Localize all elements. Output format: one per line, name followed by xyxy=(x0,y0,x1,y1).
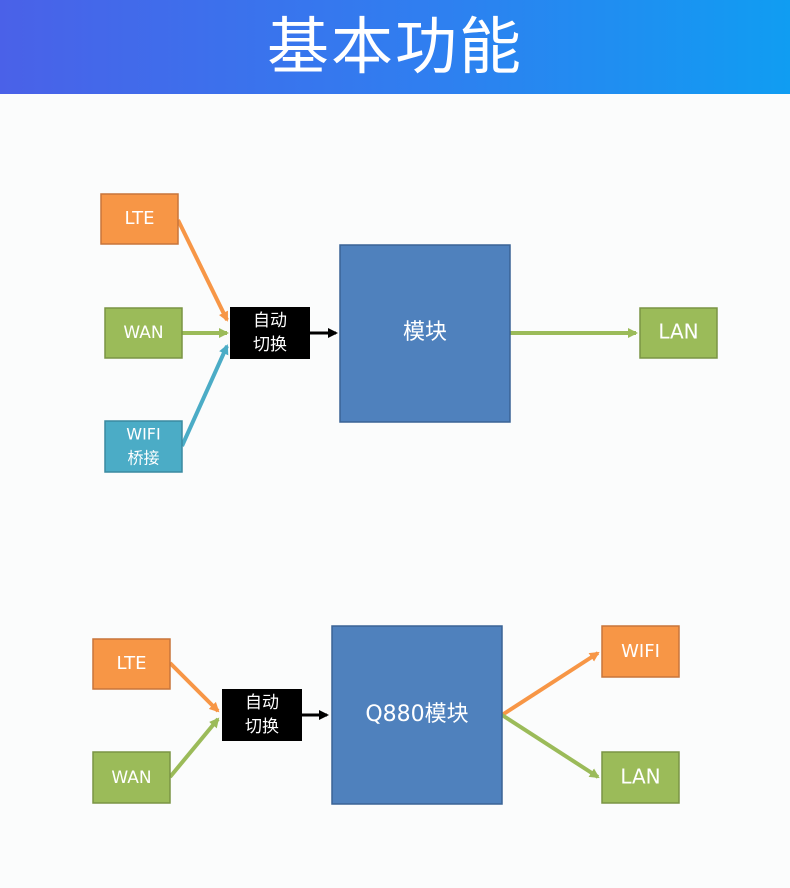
diagram-1: LTE WAN WIFI 桥接 自动 切换 模块 LAN xyxy=(100,193,718,473)
node-wan-2: WAN xyxy=(92,751,171,804)
node-lte-1-label: LTE xyxy=(125,208,155,229)
arrow-wifi-to-switch-1 xyxy=(180,344,229,447)
node-lan-2: LAN xyxy=(601,751,680,804)
node-wan-1-label: WAN xyxy=(123,323,163,343)
arrow-lte-to-switch-1 xyxy=(176,219,229,322)
node-wifi-bridge-1: WIFI 桥接 xyxy=(104,420,183,473)
node-lan-1-label: LAN xyxy=(658,320,698,344)
node-lan-1: LAN xyxy=(639,307,718,359)
arrow-lte-to-switch-2 xyxy=(168,661,220,713)
node-auto-switch-1-label-line1: 自动 xyxy=(253,311,287,331)
node-lte-1: LTE xyxy=(100,193,179,245)
node-module-2: Q880模块 xyxy=(331,625,503,805)
page-title: 基本功能 xyxy=(266,10,523,83)
node-lan-2-label: LAN xyxy=(620,765,660,789)
node-wifi-2: WIFI xyxy=(601,625,680,678)
node-auto-switch-2: 自动 切换 xyxy=(222,689,302,741)
node-auto-switch-1: 自动 切换 xyxy=(230,307,310,359)
diagram-2: LTE WAN 自动 切换 Q880模块 WIFI LAN xyxy=(92,625,680,805)
arrow-module-to-wifi-2 xyxy=(500,651,600,717)
node-auto-switch-2-label-line1: 自动 xyxy=(245,693,279,713)
node-wifi-2-label: WIFI xyxy=(621,641,660,662)
node-auto-switch-2-label-line2: 切换 xyxy=(245,717,279,737)
node-module-1: 模块 xyxy=(339,244,511,423)
arrow-wan-to-switch-2 xyxy=(168,717,220,779)
node-module-1-label: 模块 xyxy=(403,320,447,345)
node-wifi-bridge-1-label-line2: 桥接 xyxy=(127,449,159,468)
node-wan-1: WAN xyxy=(104,307,183,359)
arrow-module-to-lan-2 xyxy=(500,713,600,779)
header-banner: 基本功能 xyxy=(0,0,790,94)
node-wan-2-label: WAN xyxy=(111,768,151,788)
node-lte-2: LTE xyxy=(92,638,171,690)
node-auto-switch-1-label-line2: 切换 xyxy=(253,335,287,355)
node-wifi-bridge-1-label-line1: WIFI xyxy=(126,425,160,444)
node-lte-2-label: LTE xyxy=(117,653,147,674)
node-module-2-label: Q880模块 xyxy=(365,702,468,727)
